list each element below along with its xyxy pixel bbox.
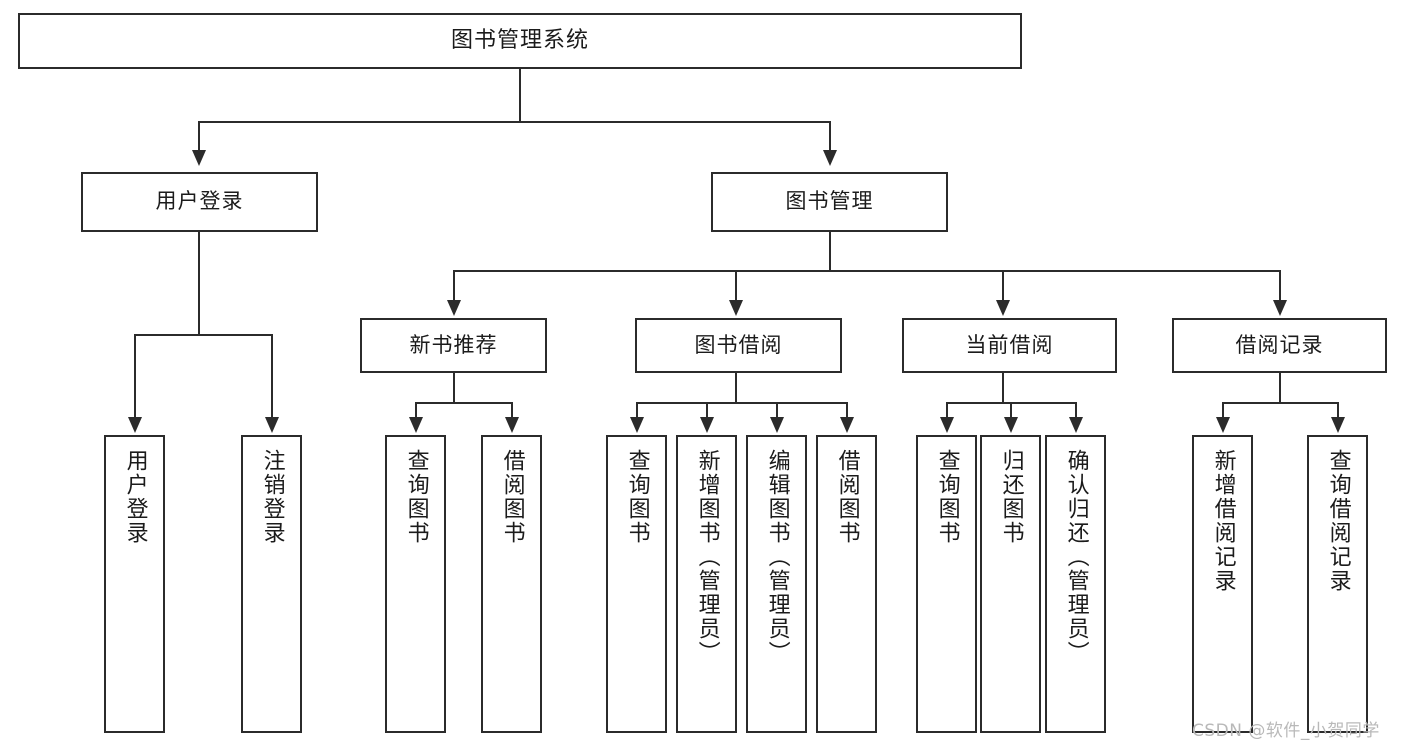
arrow-to-user-login bbox=[192, 150, 206, 166]
node-label: 用户登录 bbox=[155, 189, 244, 214]
edge-bookborrow-leaf3 bbox=[776, 402, 778, 420]
edge-newbook-stem bbox=[453, 373, 455, 404]
node-root-system[interactable]: 图书管理系统 bbox=[18, 13, 1022, 69]
leaf-label: 借阅图书 bbox=[834, 449, 860, 545]
leaf-label: 新增图书（管理员） bbox=[694, 449, 720, 665]
node-book-borrow[interactable]: 图书借阅 bbox=[635, 318, 842, 373]
arrow-currentborrow-leaf1 bbox=[940, 417, 954, 433]
edge-to-book-borrow bbox=[735, 270, 737, 302]
leaf-label: 查询图书 bbox=[403, 449, 429, 545]
edge-to-user-login bbox=[198, 121, 200, 152]
leaf-newbook-borrow-book[interactable]: 借阅图书 bbox=[481, 435, 542, 733]
leaf-label: 编辑图书（管理员） bbox=[764, 449, 790, 665]
edge-user-login-stem bbox=[198, 232, 200, 336]
arrow-user-login-leaf2 bbox=[265, 417, 279, 433]
edge-newbook-leaf2 bbox=[511, 402, 513, 420]
leaf-currentborrow-return-book[interactable]: 归还图书 bbox=[980, 435, 1041, 733]
edge-to-borrow-record bbox=[1279, 270, 1281, 302]
leaf-user-logout[interactable]: 注销登录 bbox=[241, 435, 302, 733]
edge-borrowrecord-bus bbox=[1222, 402, 1337, 404]
arrow-bookborrow-leaf3 bbox=[770, 417, 784, 433]
arrow-to-current-borrow bbox=[996, 300, 1010, 316]
node-label: 图书管理系统 bbox=[450, 27, 589, 53]
arrow-borrowrecord-leaf1 bbox=[1216, 417, 1230, 433]
edge-borrowrecord-leaf1 bbox=[1222, 402, 1224, 420]
arrow-borrowrecord-leaf2 bbox=[1331, 417, 1345, 433]
node-borrow-record[interactable]: 借阅记录 bbox=[1172, 318, 1387, 373]
arrow-to-borrow-record bbox=[1273, 300, 1287, 316]
node-label: 借阅记录 bbox=[1235, 332, 1324, 357]
edge-level3-bus bbox=[453, 270, 1280, 272]
leaf-label: 确认归还（管理员） bbox=[1063, 449, 1089, 665]
leaf-label: 借阅图书 bbox=[499, 449, 525, 545]
leaf-currentborrow-confirm-return-admin[interactable]: 确认归还（管理员） bbox=[1045, 435, 1106, 733]
leaf-label: 查询图书 bbox=[934, 449, 960, 545]
edge-bookborrow-leaf4 bbox=[846, 402, 848, 420]
leaf-label: 用户登录 bbox=[122, 449, 148, 545]
leaf-label: 归还图书 bbox=[998, 449, 1024, 545]
edge-currentborrow-leaf1 bbox=[946, 402, 948, 420]
arrow-currentborrow-leaf3 bbox=[1069, 417, 1083, 433]
leaf-borrowrecord-add-record[interactable]: 新增借阅记录 bbox=[1192, 435, 1253, 733]
edge-root-bus bbox=[198, 121, 831, 123]
edge-book-manage-stem bbox=[829, 232, 831, 272]
arrow-newbook-leaf1 bbox=[409, 417, 423, 433]
edge-bookborrow-leaf1 bbox=[636, 402, 638, 420]
node-user-login[interactable]: 用户登录 bbox=[81, 172, 318, 232]
edge-bookborrow-stem bbox=[735, 373, 737, 404]
leaf-borrowrecord-query-record[interactable]: 查询借阅记录 bbox=[1307, 435, 1368, 733]
leaf-label: 新增借阅记录 bbox=[1210, 449, 1236, 593]
arrow-to-book-manage bbox=[823, 150, 837, 166]
node-book-management[interactable]: 图书管理 bbox=[711, 172, 948, 232]
edge-to-book-manage bbox=[829, 121, 831, 152]
node-label: 图书借阅 bbox=[694, 332, 783, 357]
edge-root-stem bbox=[519, 69, 521, 122]
node-label: 新书推荐 bbox=[409, 332, 498, 357]
leaf-label: 查询借阅记录 bbox=[1325, 449, 1351, 593]
arrow-bookborrow-leaf1 bbox=[630, 417, 644, 433]
arrow-to-book-borrow bbox=[729, 300, 743, 316]
leaf-label: 查询图书 bbox=[624, 449, 650, 545]
edge-to-current-borrow bbox=[1002, 270, 1004, 302]
leaf-bookborrow-query-book[interactable]: 查询图书 bbox=[606, 435, 667, 733]
leaf-currentborrow-query-book[interactable]: 查询图书 bbox=[916, 435, 977, 733]
edge-currentborrow-leaf2 bbox=[1010, 402, 1012, 420]
arrow-user-login-leaf1 bbox=[128, 417, 142, 433]
arrow-bookborrow-leaf2 bbox=[700, 417, 714, 433]
node-label: 图书管理 bbox=[785, 189, 874, 214]
edge-currentborrow-leaf3 bbox=[1075, 402, 1077, 420]
edge-user-login-bus bbox=[134, 334, 273, 336]
leaf-bookborrow-borrow-book[interactable]: 借阅图书 bbox=[816, 435, 877, 733]
edge-to-new-book bbox=[453, 270, 455, 302]
leaf-label: 注销登录 bbox=[259, 449, 285, 545]
leaf-bookborrow-edit-book-admin[interactable]: 编辑图书（管理员） bbox=[746, 435, 807, 733]
arrow-newbook-leaf2 bbox=[505, 417, 519, 433]
edge-bookborrow-leaf2 bbox=[706, 402, 708, 420]
edge-user-login-leaf2 bbox=[271, 334, 273, 419]
edge-borrowrecord-leaf2 bbox=[1337, 402, 1339, 420]
node-new-book-recommend[interactable]: 新书推荐 bbox=[360, 318, 547, 373]
edge-borrowrecord-stem bbox=[1279, 373, 1281, 404]
edge-bookborrow-bus bbox=[636, 402, 846, 404]
leaf-bookborrow-add-book-admin[interactable]: 新增图书（管理员） bbox=[676, 435, 737, 733]
edge-newbook-bus bbox=[415, 402, 513, 404]
arrow-bookborrow-leaf4 bbox=[840, 417, 854, 433]
node-label: 当前借阅 bbox=[965, 332, 1054, 357]
edge-currentborrow-stem bbox=[1002, 373, 1004, 404]
edge-user-login-leaf1 bbox=[134, 334, 136, 419]
arrow-currentborrow-leaf2 bbox=[1004, 417, 1018, 433]
leaf-newbook-query-book[interactable]: 查询图书 bbox=[385, 435, 446, 733]
arrow-to-new-book bbox=[447, 300, 461, 316]
edge-newbook-leaf1 bbox=[415, 402, 417, 420]
leaf-user-login[interactable]: 用户登录 bbox=[104, 435, 165, 733]
node-current-borrow[interactable]: 当前借阅 bbox=[902, 318, 1117, 373]
